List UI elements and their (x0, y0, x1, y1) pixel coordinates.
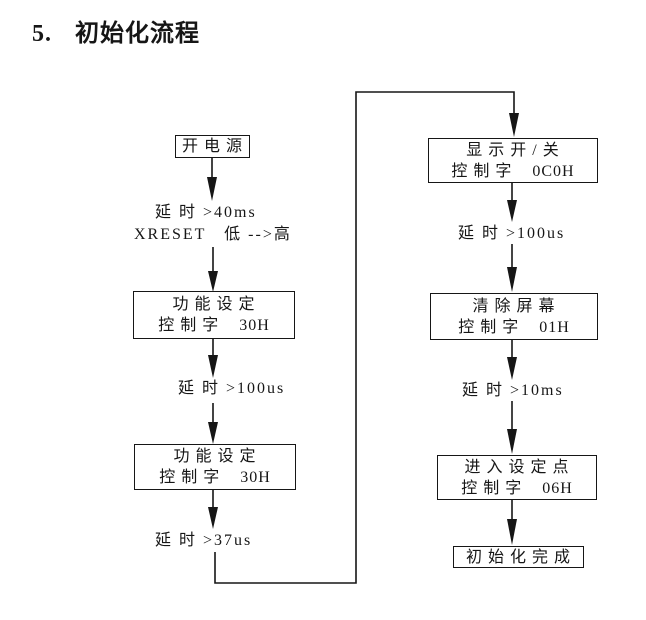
note-line: 延 时 >10ms (462, 382, 564, 399)
note-delay-100us-right: 延 时 >100us (458, 223, 565, 245)
arrowhead-down-icon (507, 519, 517, 545)
flow-box-function-set-2: 功 能 设 定 控 制 字 30H (134, 444, 296, 490)
flow-box-label: 初 始 化 完 成 (465, 548, 571, 566)
flow-box-label: 清 除 屏 幕 (472, 297, 556, 315)
arrowhead-down-icon (507, 200, 517, 222)
flow-box-label: 显 示 开 / 关 (466, 141, 560, 159)
section-heading: 5. 初始化流程 (32, 13, 200, 48)
note-line: 延 时 >40ms (155, 204, 257, 221)
section-number: 5. (32, 21, 52, 47)
arrowhead-down-icon (208, 355, 218, 378)
flow-box-power-on: 开 电 源 (175, 135, 250, 158)
note-line: 延 时 >100us (178, 380, 286, 397)
arrowhead-down-icon (207, 177, 217, 201)
arrowhead-down-icon (509, 113, 519, 137)
flow-box-label: 开 电 源 (181, 138, 243, 155)
arrowhead-down-icon (208, 271, 218, 292)
note-line: 延 时 >37us (155, 532, 253, 549)
page-title: 初始化流程 (75, 21, 200, 47)
note-line: 延 时 >100us (458, 225, 566, 242)
note-delay-10ms: 延 时 >10ms (462, 380, 564, 402)
arrowhead-down-icon (208, 422, 218, 444)
flow-box-clear-screen: 清 除 屏 幕 控 制 字 01H (430, 293, 598, 340)
note-delay-40ms: 延 时 >40ms (155, 202, 257, 224)
flow-box-control-word: 控 制 字 30H (159, 469, 271, 486)
note-line: XRESET 低 -->高 (134, 226, 292, 243)
arrowhead-down-icon (507, 429, 517, 454)
connector-loop-left-to-right (214, 91, 515, 584)
flow-box-init-complete: 初 始 化 完 成 (453, 546, 584, 568)
flow-box-control-word: 控 制 字 0C0H (451, 162, 575, 180)
arrowhead-down-icon (208, 507, 218, 529)
note-xreset: XRESET 低 -->高 (134, 224, 292, 246)
flow-box-control-word: 控 制 字 06H (461, 479, 573, 497)
flow-box-label: 功 能 设 定 (172, 296, 256, 313)
note-delay-100us-left: 延 时 >100us (178, 378, 285, 400)
arrowhead-down-icon (507, 357, 517, 380)
arrowhead-down-icon (507, 267, 517, 292)
flow-box-control-word: 控 制 字 01H (458, 318, 570, 336)
flow-box-entry-set-point: 进 入 设 定 点 控 制 字 06H (437, 455, 597, 500)
flow-box-function-set-1: 功 能 设 定 控 制 字 30H (133, 291, 295, 339)
flow-box-control-word: 控 制 字 30H (158, 317, 270, 334)
note-delay-37us: 延 时 >37us (155, 530, 252, 552)
flow-box-display-on-off: 显 示 开 / 关 控 制 字 0C0H (428, 138, 598, 183)
flow-box-label: 进 入 设 定 点 (464, 458, 570, 476)
flow-box-label: 功 能 设 定 (173, 448, 257, 465)
